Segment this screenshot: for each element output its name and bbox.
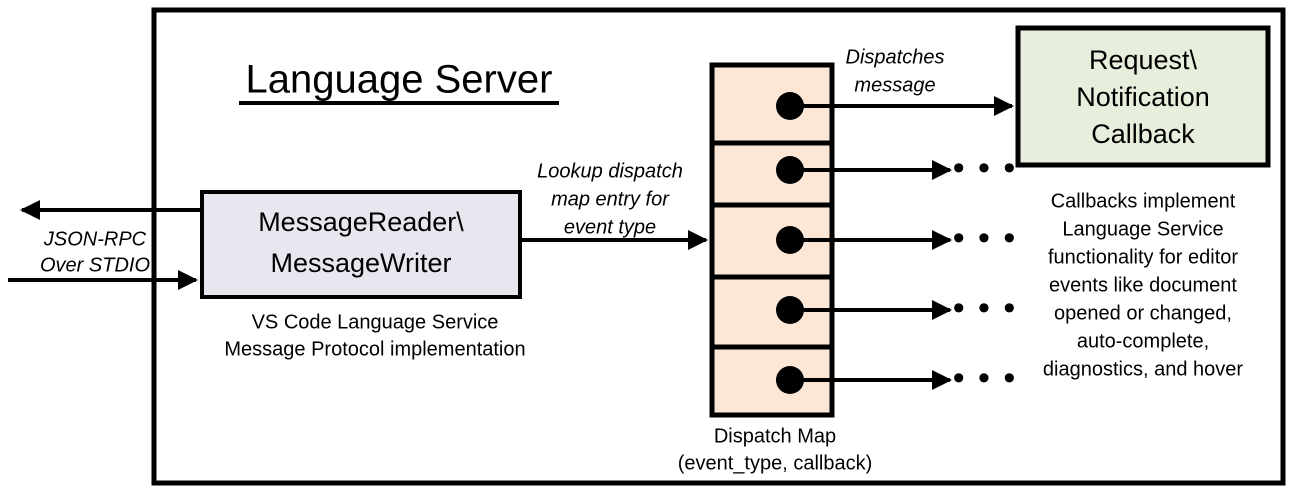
callback-description-line-3: functionality for editor xyxy=(1048,246,1238,268)
lookup-label-line2: map entry for xyxy=(551,188,670,210)
callback-description-line-7: diagnostics, and hover xyxy=(1043,358,1243,380)
ellipsis-3: • • • xyxy=(953,219,1018,257)
lookup-label-line1: Lookup dispatch xyxy=(537,160,683,182)
callback-description-line-2: Language Service xyxy=(1062,218,1223,240)
callback-box-line1: Request\ xyxy=(1089,45,1198,75)
callback-description-line-1: Callbacks implement xyxy=(1051,190,1236,212)
callback-description-line-5: opened or changed, xyxy=(1054,302,1232,324)
page-title: Language Server xyxy=(246,58,553,102)
request-notification-callback-box[interactable] xyxy=(1015,25,1271,168)
message-box-caption-line1: VS Code Language Service xyxy=(252,311,499,333)
lookup-label-line3: event type xyxy=(564,216,656,238)
language-server-boundary xyxy=(151,7,1286,486)
ellipsis-5: • • • xyxy=(953,359,1018,397)
message-reader-writer-box[interactable] xyxy=(200,190,522,299)
json-rpc-label-line2: Over STDIO xyxy=(40,254,150,276)
message-box-line1: MessageReader\ xyxy=(258,207,464,237)
dispatch-map-caption-line2: (event_type, callback) xyxy=(678,452,873,474)
dispatch-label-line2: message xyxy=(854,74,935,96)
callback-description-line-4: events like document xyxy=(1049,274,1237,296)
callback-description-line-6: auto-complete, xyxy=(1077,330,1209,352)
ellipsis-4: • • • xyxy=(953,289,1018,327)
ellipsis-2: • • • xyxy=(953,149,1018,187)
message-box-caption-line2: Message Protocol implementation xyxy=(224,338,525,360)
callback-box-line2: Notification xyxy=(1076,82,1210,112)
message-box-line2: MessageWriter xyxy=(270,248,451,278)
json-rpc-label-line1: JSON-RPC xyxy=(43,228,147,250)
dispatch-map-caption-line1: Dispatch Map xyxy=(714,425,836,447)
dispatch-label-line1: Dispatches xyxy=(846,46,945,68)
callback-box-line3: Callback xyxy=(1091,119,1195,149)
